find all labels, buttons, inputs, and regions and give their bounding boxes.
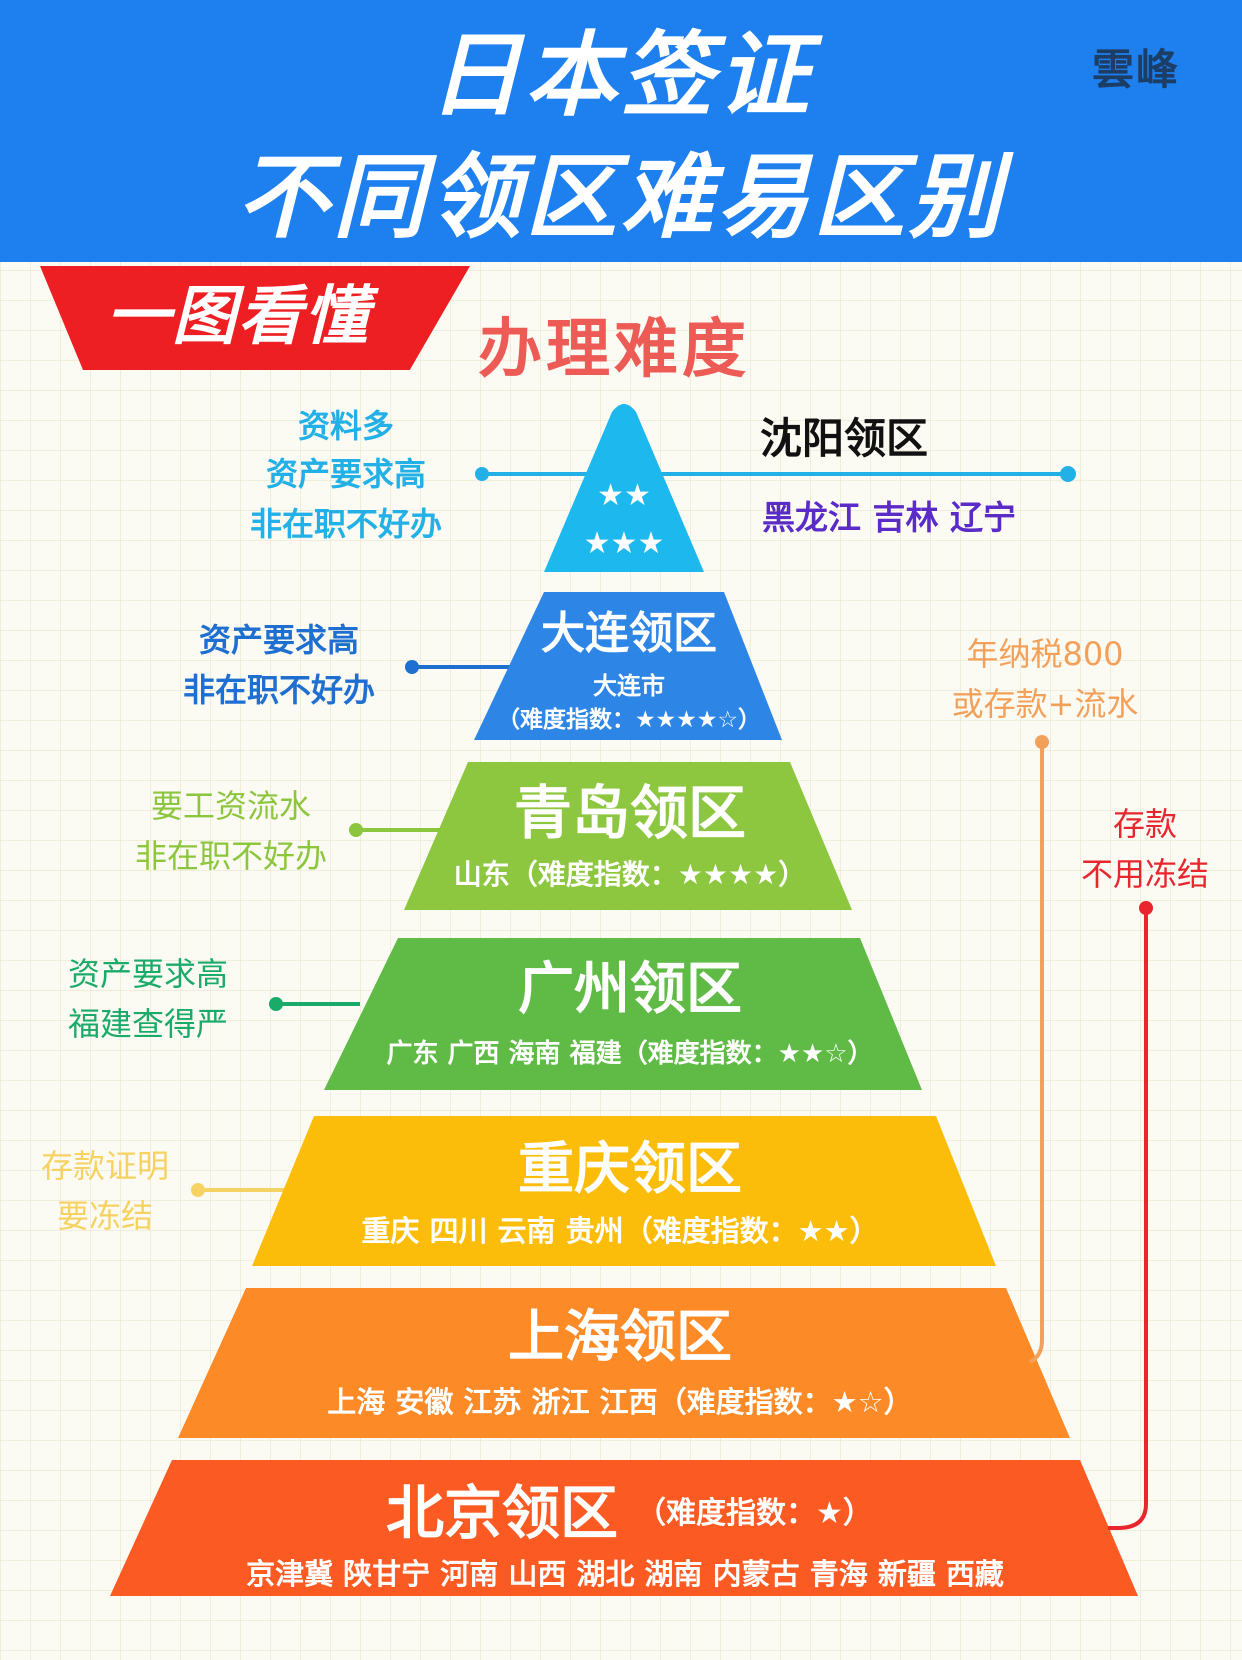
chongqing-name: 重庆领区 <box>518 1137 742 1202</box>
beijing-name: 北京领区 <box>386 1479 619 1547</box>
qingdao-note-2: 非在职不好办 <box>134 837 327 875</box>
tier-chongqing <box>252 1116 996 1266</box>
page-title-line-1: 日本签证 <box>428 22 813 129</box>
qingdao-name: 青岛领区 <box>513 779 746 847</box>
tier-guangzhou <box>324 938 922 1090</box>
connector-dot-shenyang-left <box>475 467 489 481</box>
tax-note-line-1: 年纳税800 <box>966 635 1124 673</box>
dalian-regions: 大连市 <box>593 672 665 700</box>
connector-dot-shenyang-right <box>1060 466 1076 482</box>
seal-logo: 雲峰 <box>1092 45 1181 94</box>
guangzhou-regions-difficulty: 广东 广西 海南 福建（难度指数：★★☆） <box>386 1039 874 1069</box>
beijing-regions: 京津冀 陕甘宁 河南 山西 湖北 湖南 内蒙古 青海 新疆 西藏 <box>246 1557 1004 1591</box>
beijing-difficulty: （难度指数：★） <box>636 1496 873 1531</box>
bracket-deposit <box>1108 908 1148 1530</box>
badge-label: 一图看懂 <box>106 280 370 354</box>
shenyang-stars-row-2: ★★★ <box>583 526 665 561</box>
chongqing-note-1: 存款证明 <box>40 1147 169 1185</box>
dalian-difficulty: （难度指数：★★★★☆） <box>496 707 762 733</box>
guangzhou-note-2: 福建查得严 <box>67 1005 228 1043</box>
tax-note-line-2: 或存款+流水 <box>951 685 1139 723</box>
qingdao-regions-difficulty: 山东（难度指数：★★★★） <box>453 858 807 891</box>
deposit-note-line-2: 不用冻结 <box>1080 855 1209 893</box>
tier-shanghai <box>178 1288 1070 1438</box>
shanghai-regions-difficulty: 上海 安徽 江苏 浙江 江西（难度指数：★☆） <box>327 1385 913 1419</box>
guangzhou-name: 广州领区 <box>518 957 742 1022</box>
shenyang-regions: 黑龙江 吉林 辽宁 <box>762 498 1016 537</box>
shenyang-name: 沈阳领区 <box>760 414 929 463</box>
shenyang-note-2: 资产要求高 <box>265 455 426 493</box>
deposit-note-line-1: 存款 <box>1112 805 1177 843</box>
dalian-note-2: 非在职不好办 <box>182 671 375 709</box>
chongqing-note-2: 要冻结 <box>56 1197 153 1235</box>
tier-dalian <box>474 592 782 740</box>
qingdao-note-1: 要工资流水 <box>150 787 311 825</box>
difficulty-heading: 办理难度 <box>478 313 750 387</box>
connector-dot-chongqing <box>191 1183 205 1197</box>
shenyang-note-1: 资料多 <box>297 407 394 445</box>
tier-beijing <box>110 1460 1138 1596</box>
connector-dot-guangzhou <box>269 997 283 1011</box>
badge-shape <box>40 266 470 370</box>
chongqing-regions-difficulty: 重庆 四川 云南 贵州（难度指数：★★） <box>361 1214 879 1248</box>
tier-qingdao <box>404 762 852 910</box>
dalian-note-1: 资产要求高 <box>198 621 359 659</box>
connector-dot-qingdao <box>349 823 363 837</box>
shenyang-stars-row-1: ★★ <box>597 478 651 513</box>
page-title-line-2: 不同领区难易区别 <box>236 144 1005 251</box>
connector-dot-dalian <box>405 660 419 674</box>
shanghai-name: 上海领区 <box>508 1305 732 1370</box>
header-banner <box>0 0 1242 262</box>
bracket-tax <box>1029 742 1044 1364</box>
tier-shenyang <box>544 404 704 572</box>
shenyang-note-3: 非在职不好办 <box>249 505 442 543</box>
bracket-dot-tax <box>1035 735 1049 749</box>
bracket-dot-deposit <box>1139 901 1153 915</box>
dalian-name: 大连领区 <box>541 608 717 659</box>
guangzhou-note-1: 资产要求高 <box>67 955 228 993</box>
